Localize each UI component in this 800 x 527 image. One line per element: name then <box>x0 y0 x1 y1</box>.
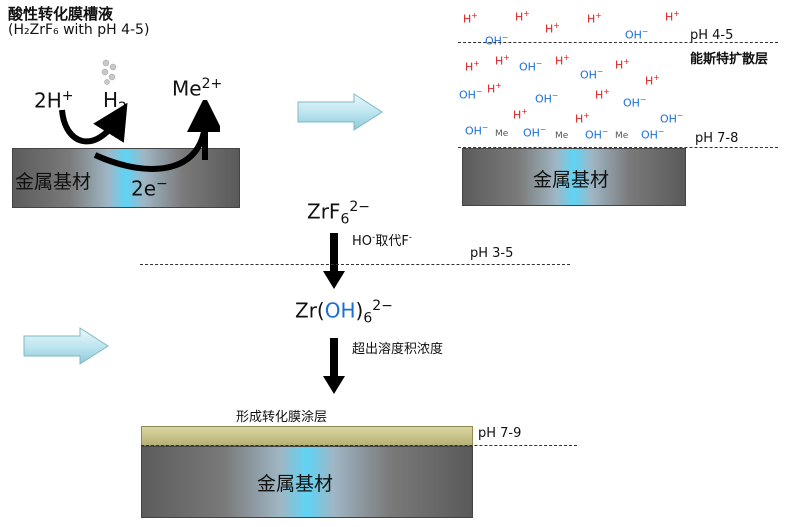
reaction-arrows <box>59 100 220 172</box>
metal-substrate-right: 金属基材 <box>462 148 686 206</box>
ion-h: H+ <box>495 53 510 68</box>
process-arrow-icon <box>297 93 383 131</box>
ion-oh: OH− <box>580 67 604 82</box>
ph-top-label: pH 4-5 <box>690 28 734 43</box>
coating-label: 形成转化膜涂层 <box>236 410 328 425</box>
ph-mid-label: pH 3-5 <box>470 246 514 261</box>
metal-substrate-bottom: 金属基材 <box>141 446 473 518</box>
ion-h: H+ <box>513 107 528 122</box>
ion-oh: OH− <box>660 111 684 126</box>
diffusion-layer-ions: H+ H+ H+ H+ OH− H+ OH− H+ H+ OH− H+ OH− … <box>455 8 690 148</box>
ion-oh: OH− <box>585 127 609 142</box>
ion-me: Me <box>555 131 569 141</box>
ion-h: H+ <box>665 9 680 24</box>
bath-formula: (H₂ZrF₆ with pH 4-5) <box>8 22 150 38</box>
diagram-title: 酸性转化膜槽液 <box>8 5 114 23</box>
ion-oh: OH− <box>519 59 543 74</box>
ion-h: H+ <box>463 11 478 26</box>
process-arrow-icon <box>23 327 109 365</box>
substrate-label: 金属基材 <box>15 171 92 193</box>
metal-substrate-left: 金属基材 <box>12 148 240 208</box>
ion-h: H+ <box>465 59 480 74</box>
down-arrow-icon <box>323 233 345 289</box>
ion-me: Me <box>495 129 509 139</box>
ion-h: H+ <box>575 111 590 126</box>
ion-h: H+ <box>487 81 502 96</box>
ph-boundary-bottom <box>458 147 778 148</box>
ion-h: H+ <box>545 21 560 36</box>
electron-flow-arrow <box>93 109 209 172</box>
ion-h: H+ <box>645 73 660 88</box>
hydrogen-bubbles-icon <box>101 59 117 85</box>
ion-h: H+ <box>587 11 602 26</box>
ion-oh: OH− <box>625 27 649 42</box>
ion-oh: OH− <box>465 123 489 138</box>
ion-oh: OH− <box>641 127 665 142</box>
ph-boundary-mid <box>140 264 570 265</box>
ph-boundary-final <box>141 445 577 446</box>
ion-me: Me <box>615 131 629 141</box>
diffusion-layer-label: 能斯特扩散层 <box>690 52 769 67</box>
ion-h: H+ <box>595 87 610 102</box>
ion-h: H+ <box>555 53 570 68</box>
ion-oh: OH− <box>623 95 647 110</box>
ion-h: H+ <box>615 57 630 72</box>
conversion-coating <box>141 426 473 446</box>
ion-oh: OH− <box>485 33 509 48</box>
hydrogen-ions: 2H+ <box>34 88 74 113</box>
ph-final-label: pH 7-9 <box>478 426 522 441</box>
metal-ions: Me2+ <box>172 76 223 101</box>
substitution-step: HO-取代F- <box>352 232 413 249</box>
zrf6-species: ZrF62− <box>307 199 370 228</box>
precipitation-step: 超出溶度积浓度 <box>352 342 444 357</box>
ph-boundary-top <box>458 42 778 43</box>
electrons: 2e− <box>131 176 168 201</box>
substrate-label: 金属基材 <box>257 473 334 495</box>
zr-oh6-species: Zr(OH)62− <box>295 298 393 327</box>
ion-oh: OH− <box>535 91 559 106</box>
h-to-h2-arrow <box>59 102 128 145</box>
ph-bottom-label: pH 7-8 <box>695 131 739 146</box>
down-arrow-icon <box>323 338 345 394</box>
substrate-label: 金属基材 <box>533 169 610 191</box>
ion-h: H+ <box>515 9 530 24</box>
ion-oh: OH− <box>459 87 483 102</box>
ion-oh: OH− <box>523 125 547 140</box>
